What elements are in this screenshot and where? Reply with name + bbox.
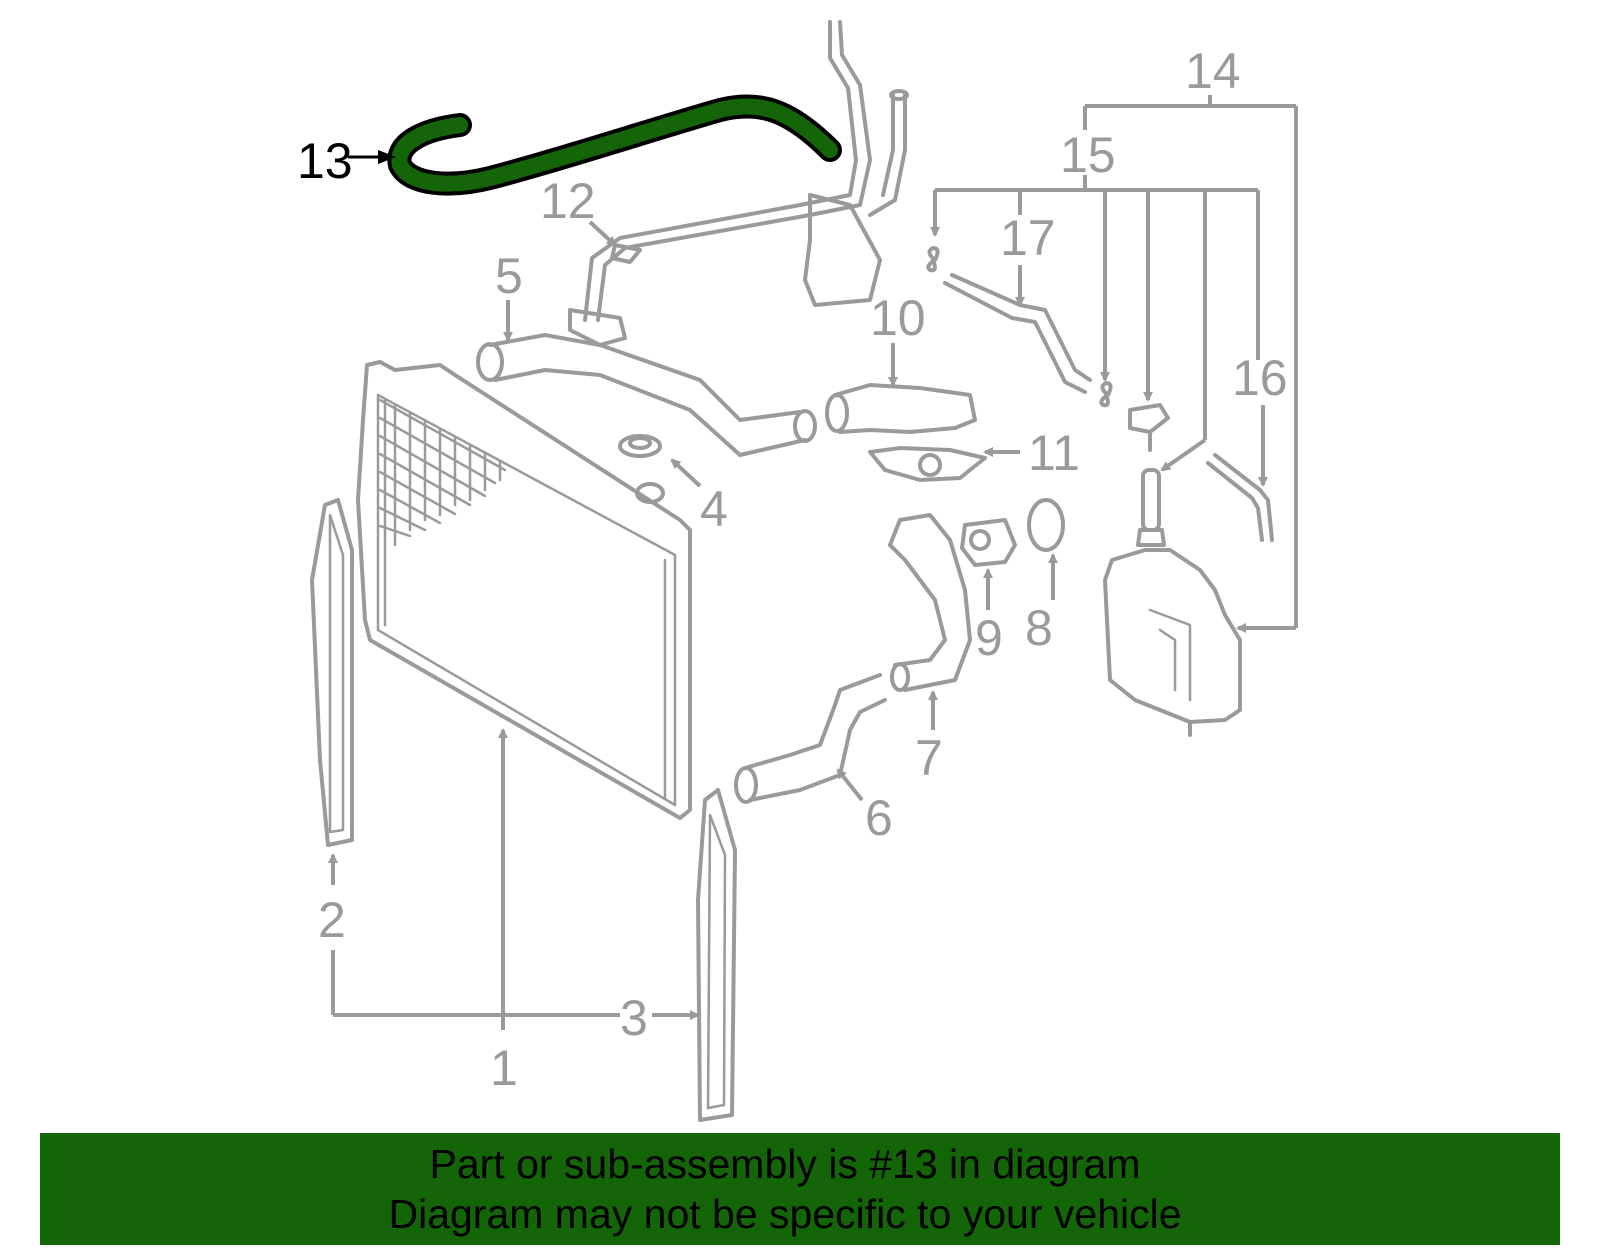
part-13-hose[interactable] [387, 94, 842, 196]
part-17-hose [926, 246, 1170, 452]
svg-text:11: 11 [1028, 425, 1080, 481]
callout-3-bracket: 3 [331, 950, 700, 1046]
svg-text:10: 10 [870, 290, 926, 346]
svg-text:14: 14 [1185, 43, 1241, 99]
part-11-gasket [868, 446, 987, 482]
callout-13: 13 [297, 133, 396, 189]
radiator-fins [378, 398, 507, 547]
svg-text:4: 4 [700, 481, 728, 537]
callout-12: 12 [540, 173, 617, 247]
callout-15-bracket: 15 [930, 127, 1260, 472]
part-14-reservoir [1103, 468, 1242, 737]
svg-text:17: 17 [1000, 210, 1056, 266]
part-7-inlet [888, 513, 972, 692]
part-5-hose [476, 333, 817, 457]
svg-text:3: 3 [620, 990, 648, 1046]
callout-5: 5 [495, 248, 523, 342]
part-8-gasket [1027, 498, 1065, 552]
part-12-pipe [568, 20, 909, 347]
callout-6: 6 [836, 768, 893, 846]
callout-10: 10 [870, 290, 926, 387]
svg-text:12: 12 [540, 173, 596, 229]
callout-7: 7 [915, 690, 943, 786]
part-6-hose [734, 673, 887, 804]
callout-17: 17 [1000, 210, 1056, 307]
banner-disclaimer-text: Diagram may not be specific to your vehi… [388, 1191, 1182, 1237]
svg-text:9: 9 [975, 610, 1003, 666]
callout-8: 8 [1025, 553, 1058, 656]
svg-text:15: 15 [1060, 127, 1116, 183]
svg-text:13: 13 [297, 133, 353, 189]
callout-14-bracket: 14 [1083, 43, 1298, 633]
part-9-thermostat [960, 518, 1017, 567]
callout-9: 9 [975, 568, 1003, 666]
svg-text:7: 7 [915, 730, 943, 786]
part-3-panel [696, 788, 737, 1122]
svg-text:1: 1 [490, 1040, 518, 1096]
info-banner: Part or sub-assembly is #13 in diagram D… [40, 1133, 1560, 1245]
part-4-caps [618, 434, 665, 504]
part-1-radiator [356, 360, 692, 820]
svg-text:8: 8 [1025, 600, 1053, 656]
part-2-panel [310, 498, 354, 847]
callout-2: 2 [318, 853, 346, 948]
svg-text:5: 5 [495, 248, 523, 304]
banner-part-text: Part or sub-assembly is #13 in diagram [429, 1141, 1141, 1187]
svg-text:2: 2 [318, 892, 346, 948]
part-10-outlet [825, 383, 977, 434]
part-16-hose [1206, 453, 1274, 542]
callout-4: 4 [670, 458, 728, 537]
callout-16: 16 [1232, 350, 1288, 487]
callout-1: 1 [490, 728, 518, 1096]
svg-text:6: 6 [865, 790, 893, 846]
callout-11: 11 [983, 425, 1080, 481]
